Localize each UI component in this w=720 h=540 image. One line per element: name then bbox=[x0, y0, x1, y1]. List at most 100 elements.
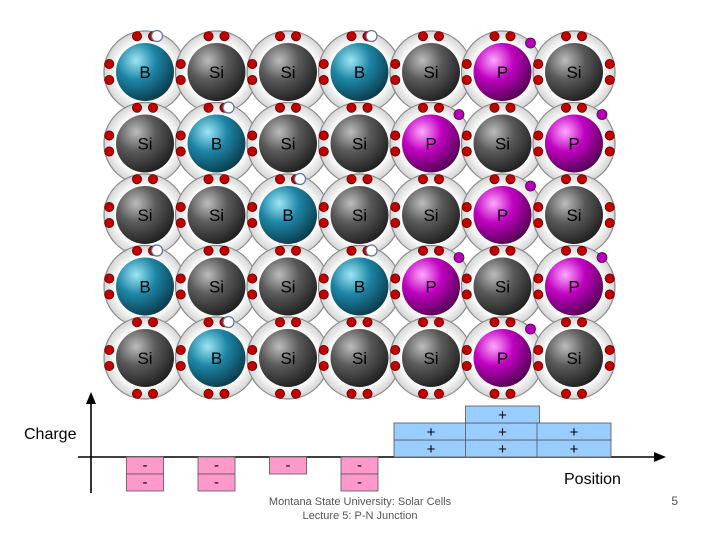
bond-electron bbox=[461, 360, 472, 371]
atom-core bbox=[330, 257, 389, 316]
atom-core bbox=[402, 43, 460, 101]
atom-core bbox=[187, 257, 246, 316]
negative-charge-sign: - bbox=[214, 474, 219, 491]
bond-electron bbox=[505, 174, 516, 185]
atom-core bbox=[187, 329, 246, 387]
atom-si: Si bbox=[545, 329, 603, 387]
atom-label: Si bbox=[566, 349, 581, 368]
bond-electron bbox=[147, 317, 158, 328]
bond-electron bbox=[147, 388, 158, 399]
bond-electron bbox=[274, 388, 285, 399]
atom-core bbox=[545, 329, 603, 387]
atom-si: Si bbox=[116, 114, 174, 173]
bond-electron bbox=[561, 317, 572, 328]
bond-electron bbox=[433, 317, 444, 328]
hole bbox=[222, 315, 235, 329]
bond-electron bbox=[318, 273, 329, 284]
bond-electron bbox=[175, 344, 186, 355]
bond-electron bbox=[346, 388, 357, 399]
footer-line-2: Lecture 5: P-N Junction bbox=[302, 510, 418, 522]
bond-electron bbox=[274, 245, 285, 256]
atom-label: Si bbox=[566, 206, 581, 225]
bond-electron bbox=[417, 317, 428, 328]
free-electron bbox=[453, 109, 465, 120]
atom-label: Si bbox=[566, 63, 581, 82]
atom-label: Si bbox=[495, 278, 510, 297]
atom-label: P bbox=[497, 349, 508, 368]
bond-electron bbox=[604, 130, 615, 141]
atom-si: Si bbox=[402, 329, 460, 387]
bond-electron bbox=[533, 146, 544, 157]
bond-electron bbox=[290, 245, 301, 256]
bond-electron bbox=[346, 317, 357, 328]
hole bbox=[150, 244, 164, 257]
bond-electron bbox=[461, 217, 472, 228]
free-electron bbox=[596, 252, 608, 263]
bond-electron bbox=[203, 174, 214, 185]
atom-label: Si bbox=[423, 63, 438, 82]
positive-charge-sign: + bbox=[427, 424, 436, 441]
atom-label: Si bbox=[137, 135, 152, 154]
bond-electron bbox=[533, 201, 544, 212]
atom-core bbox=[545, 114, 603, 173]
atom-core bbox=[330, 329, 389, 387]
bond-electron bbox=[318, 201, 329, 212]
bond-electron bbox=[346, 102, 357, 113]
bond-electron bbox=[489, 245, 500, 256]
atom-label: Si bbox=[280, 278, 295, 297]
bond-electron bbox=[561, 388, 572, 399]
bond-electron bbox=[346, 174, 357, 185]
bond-electron bbox=[604, 344, 615, 355]
atom-label: Si bbox=[209, 206, 224, 225]
free-electron bbox=[525, 180, 536, 192]
bond-electron bbox=[533, 130, 544, 141]
bond-electron bbox=[318, 360, 329, 371]
atom-core bbox=[545, 186, 603, 244]
hole bbox=[365, 29, 378, 43]
atom-core bbox=[187, 186, 246, 244]
bond-electron bbox=[561, 102, 572, 113]
atom-core bbox=[473, 186, 532, 244]
atom-label: Si bbox=[423, 206, 438, 225]
bond-electron bbox=[131, 174, 142, 185]
bond-electron bbox=[461, 344, 472, 355]
atom-core bbox=[259, 329, 317, 387]
bond-electron bbox=[203, 317, 214, 328]
atom-p: P bbox=[545, 257, 603, 316]
atom-core bbox=[116, 257, 174, 316]
atom-label: Si bbox=[280, 349, 295, 368]
bond-electron bbox=[175, 130, 186, 141]
bond-electron bbox=[219, 388, 230, 399]
atom-core bbox=[545, 257, 603, 316]
bond-electron bbox=[203, 31, 214, 42]
atom-label: B bbox=[211, 135, 222, 154]
bond-electron bbox=[461, 75, 472, 86]
bond-electron bbox=[104, 344, 115, 355]
footer-line-1: Montana State University: Solar Cells bbox=[268, 496, 452, 508]
atom-label: Si bbox=[423, 349, 438, 368]
bond-electron bbox=[318, 217, 329, 228]
bond-electron bbox=[318, 344, 329, 355]
bond-electron bbox=[533, 75, 544, 86]
bond-electron bbox=[247, 273, 258, 284]
bond-electron bbox=[104, 75, 115, 86]
atom-si: Si bbox=[545, 43, 603, 101]
bond-electron bbox=[131, 388, 142, 399]
bond-electron bbox=[417, 174, 428, 185]
negative-charge-sign: - bbox=[143, 457, 148, 474]
atom-core bbox=[402, 329, 460, 387]
bond-electron bbox=[175, 273, 186, 284]
atom-si: Si bbox=[259, 43, 317, 101]
bond-electron bbox=[390, 75, 401, 86]
bond-electron bbox=[346, 245, 357, 256]
atom-label: P bbox=[497, 63, 508, 82]
negative-charge-block bbox=[269, 456, 307, 475]
bond-electron bbox=[290, 317, 301, 328]
bond-electron bbox=[290, 388, 301, 399]
bond-electron bbox=[533, 289, 544, 300]
bond-electron bbox=[175, 75, 186, 86]
bond-electron bbox=[433, 31, 444, 42]
atom-label: Si bbox=[209, 63, 224, 82]
bond-electron bbox=[604, 289, 615, 300]
positive-charge-sign: + bbox=[498, 441, 507, 458]
